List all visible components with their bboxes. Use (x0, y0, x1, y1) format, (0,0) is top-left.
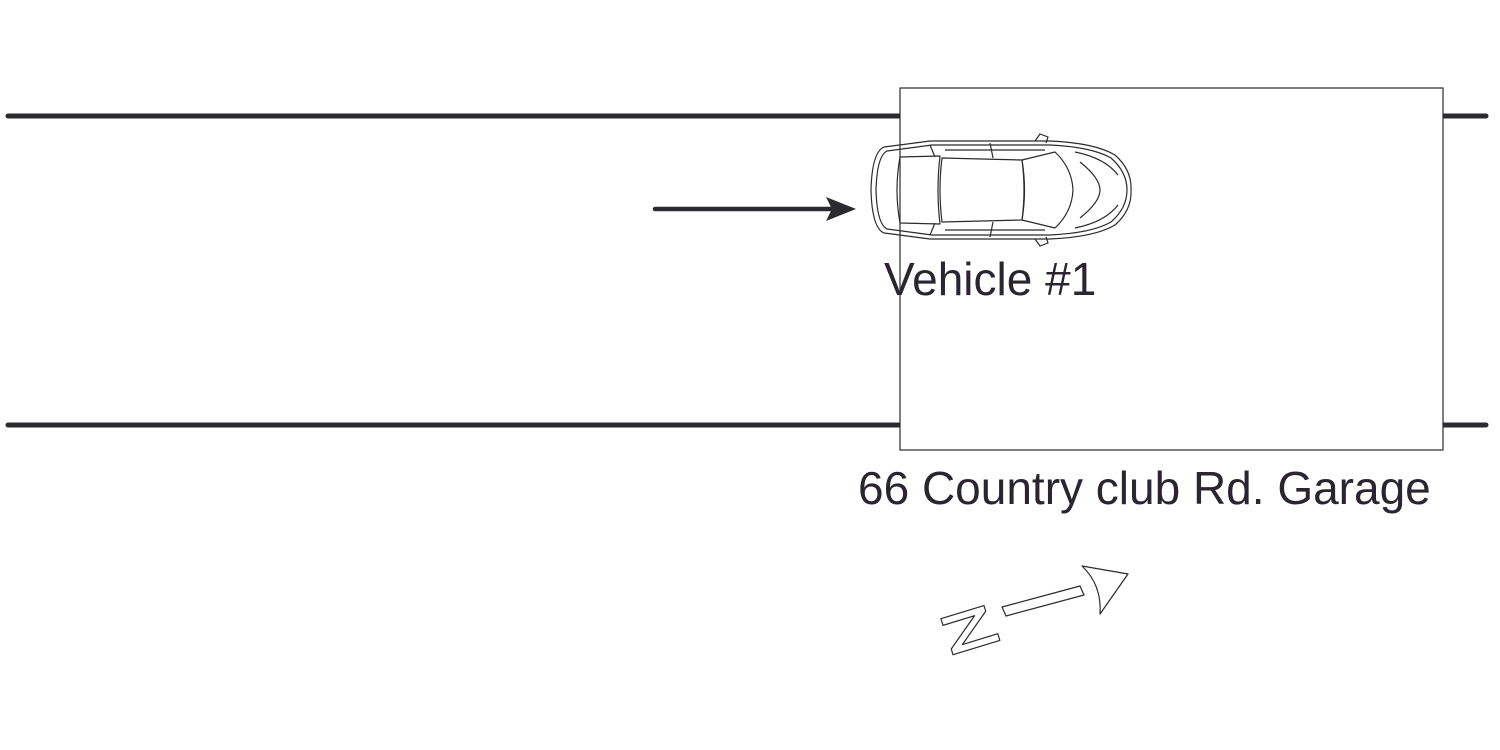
garage-label: 66 Country club Rd. Garage (858, 462, 1431, 514)
vehicle-1-icon (870, 133, 1132, 247)
travel-direction-arrow (652, 197, 856, 221)
road (5, 113, 1489, 428)
north-arrow-icon (940, 565, 1129, 656)
vehicle-1-label: Vehicle #1 (884, 253, 1097, 305)
